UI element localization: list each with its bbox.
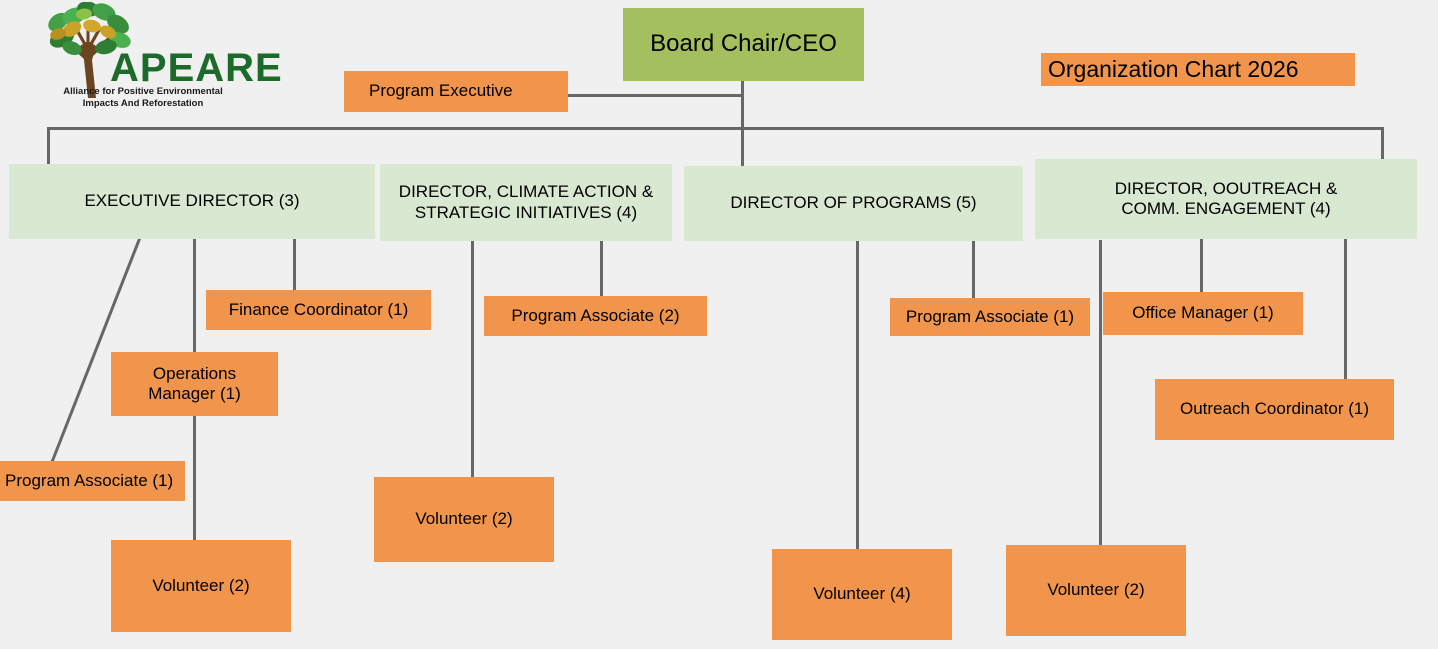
node-director-climate-action[interactable]: DIRECTOR, CLIMATE ACTION & STRATEGIC INI…	[380, 164, 672, 241]
connector-outreach-to-office-manager	[1200, 238, 1203, 292]
connector-climate-to-volunteer	[471, 238, 474, 478]
connector-spine-drop-outreach-director	[1381, 127, 1384, 165]
connector-programs-to-program-associate	[972, 240, 975, 299]
connector-climate-to-program-associate	[600, 238, 603, 296]
node-program-executive[interactable]: Program Executive	[344, 71, 568, 112]
node-board-chair-ceo[interactable]: Board Chair/CEO	[623, 8, 864, 81]
apeare-logo: APEARE Alliance for Positive Environment…	[28, 2, 282, 112]
connector-outreach-to-outreach-coordinator	[1344, 238, 1347, 380]
node-executive-director[interactable]: EXECUTIVE DIRECTOR (3)	[9, 164, 375, 239]
node-finance-coordinator[interactable]: Finance Coordinator (1)	[206, 290, 431, 330]
connector-programs-to-volunteer-2	[1099, 240, 1102, 545]
connector-spine-drop-executive-director	[47, 127, 50, 165]
node-director-outreach[interactable]: DIRECTOR, OOUTREACH & COMM. ENGAGEMENT (…	[1035, 159, 1417, 239]
tree-logo-icon	[48, 2, 131, 98]
node-volunteer-climate[interactable]: Volunteer (2)	[374, 477, 554, 562]
page-title: Organization Chart 2026	[1041, 53, 1355, 86]
node-volunteer-programs-2[interactable]: Volunteer (2)	[1006, 545, 1186, 636]
connector-programs-to-volunteer-4	[856, 240, 859, 550]
connector-director-spine	[47, 127, 1384, 130]
node-program-associate-executive[interactable]: Program Associate (1)	[0, 461, 185, 501]
node-volunteer-programs-4[interactable]: Volunteer (4)	[772, 549, 952, 640]
node-volunteer-executive[interactable]: Volunteer (2)	[111, 540, 291, 632]
node-operations-manager[interactable]: Operations Manager (1)	[111, 352, 278, 416]
node-outreach-coordinator[interactable]: Outreach Coordinator (1)	[1155, 379, 1394, 440]
logo-wordmark: APEARE	[110, 46, 283, 90]
connector-ed-to-program-associate	[50, 234, 143, 463]
node-director-of-programs[interactable]: DIRECTOR OF PROGRAMS (5)	[684, 166, 1023, 241]
connector-ceo-to-program-executive	[567, 94, 743, 97]
logo-tagline: Alliance for Positive Environmental Impa…	[63, 86, 223, 109]
connector-ceo-stem	[741, 80, 744, 180]
node-office-manager[interactable]: Office Manager (1)	[1103, 292, 1303, 335]
connector-ed-to-finance-coordinator	[293, 238, 296, 290]
node-program-associate-programs[interactable]: Program Associate (1)	[890, 298, 1090, 336]
node-program-associate-climate[interactable]: Program Associate (2)	[484, 296, 707, 336]
